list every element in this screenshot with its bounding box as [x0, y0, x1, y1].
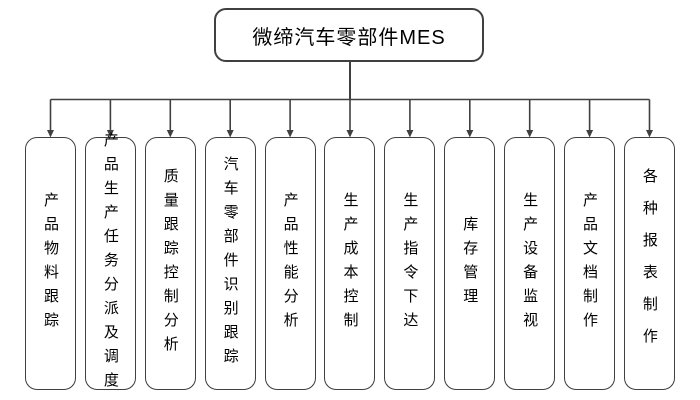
modules-row: 产品物料跟踪 产品生产任务分派及调度 质量跟踪控制分析 汽车零部件识别跟踪 产品…	[25, 132, 675, 396]
module-label: 产品性能分析	[281, 191, 299, 336]
root-node-label: 微缔汽车零部件MES	[252, 26, 446, 49]
module-label: 产品物料跟踪	[42, 191, 59, 336]
module-box-production-equipment-monitoring: 生产设备监视	[504, 137, 556, 390]
root-node: 微缔汽车零部件MES	[214, 8, 484, 62]
module-box-production-cost-control: 生产成本控制	[324, 137, 376, 390]
module-box-product-material-tracking: 产品物料跟踪	[25, 137, 76, 390]
module-box-product-document-creation: 产品文档制作	[564, 137, 616, 390]
module-label: 质量跟踪控制分析	[161, 167, 179, 360]
module-label: 生产设备监视	[521, 191, 539, 336]
arrowhead-icons	[47, 130, 653, 138]
module-label: 生产成本控制	[341, 191, 359, 336]
module-box-quality-tracking-control-analysis: 质量跟踪控制分析	[144, 137, 196, 390]
module-label: 库存管理	[461, 215, 479, 312]
module-label: 生产指令下达	[401, 191, 419, 336]
module-box-inventory-management: 库存管理	[444, 137, 496, 390]
module-box-auto-parts-identification-tracking: 汽车零部件识别跟踪	[204, 137, 256, 390]
module-label: 产品文档制作	[581, 191, 599, 336]
module-box-production-task-dispatch-scheduling: 产品生产任务分派及调度	[84, 132, 136, 396]
module-label: 汽车零部件识别跟踪	[221, 155, 239, 372]
module-label: 产品生产任务分派及调度	[101, 131, 119, 396]
module-box-product-performance-analysis: 产品性能分析	[264, 137, 316, 390]
module-box-various-report-creation: 各种报表制作	[623, 137, 675, 390]
module-box-production-order-issuing: 生产指令下达	[384, 137, 436, 390]
module-label: 各种报表制作	[640, 167, 658, 360]
